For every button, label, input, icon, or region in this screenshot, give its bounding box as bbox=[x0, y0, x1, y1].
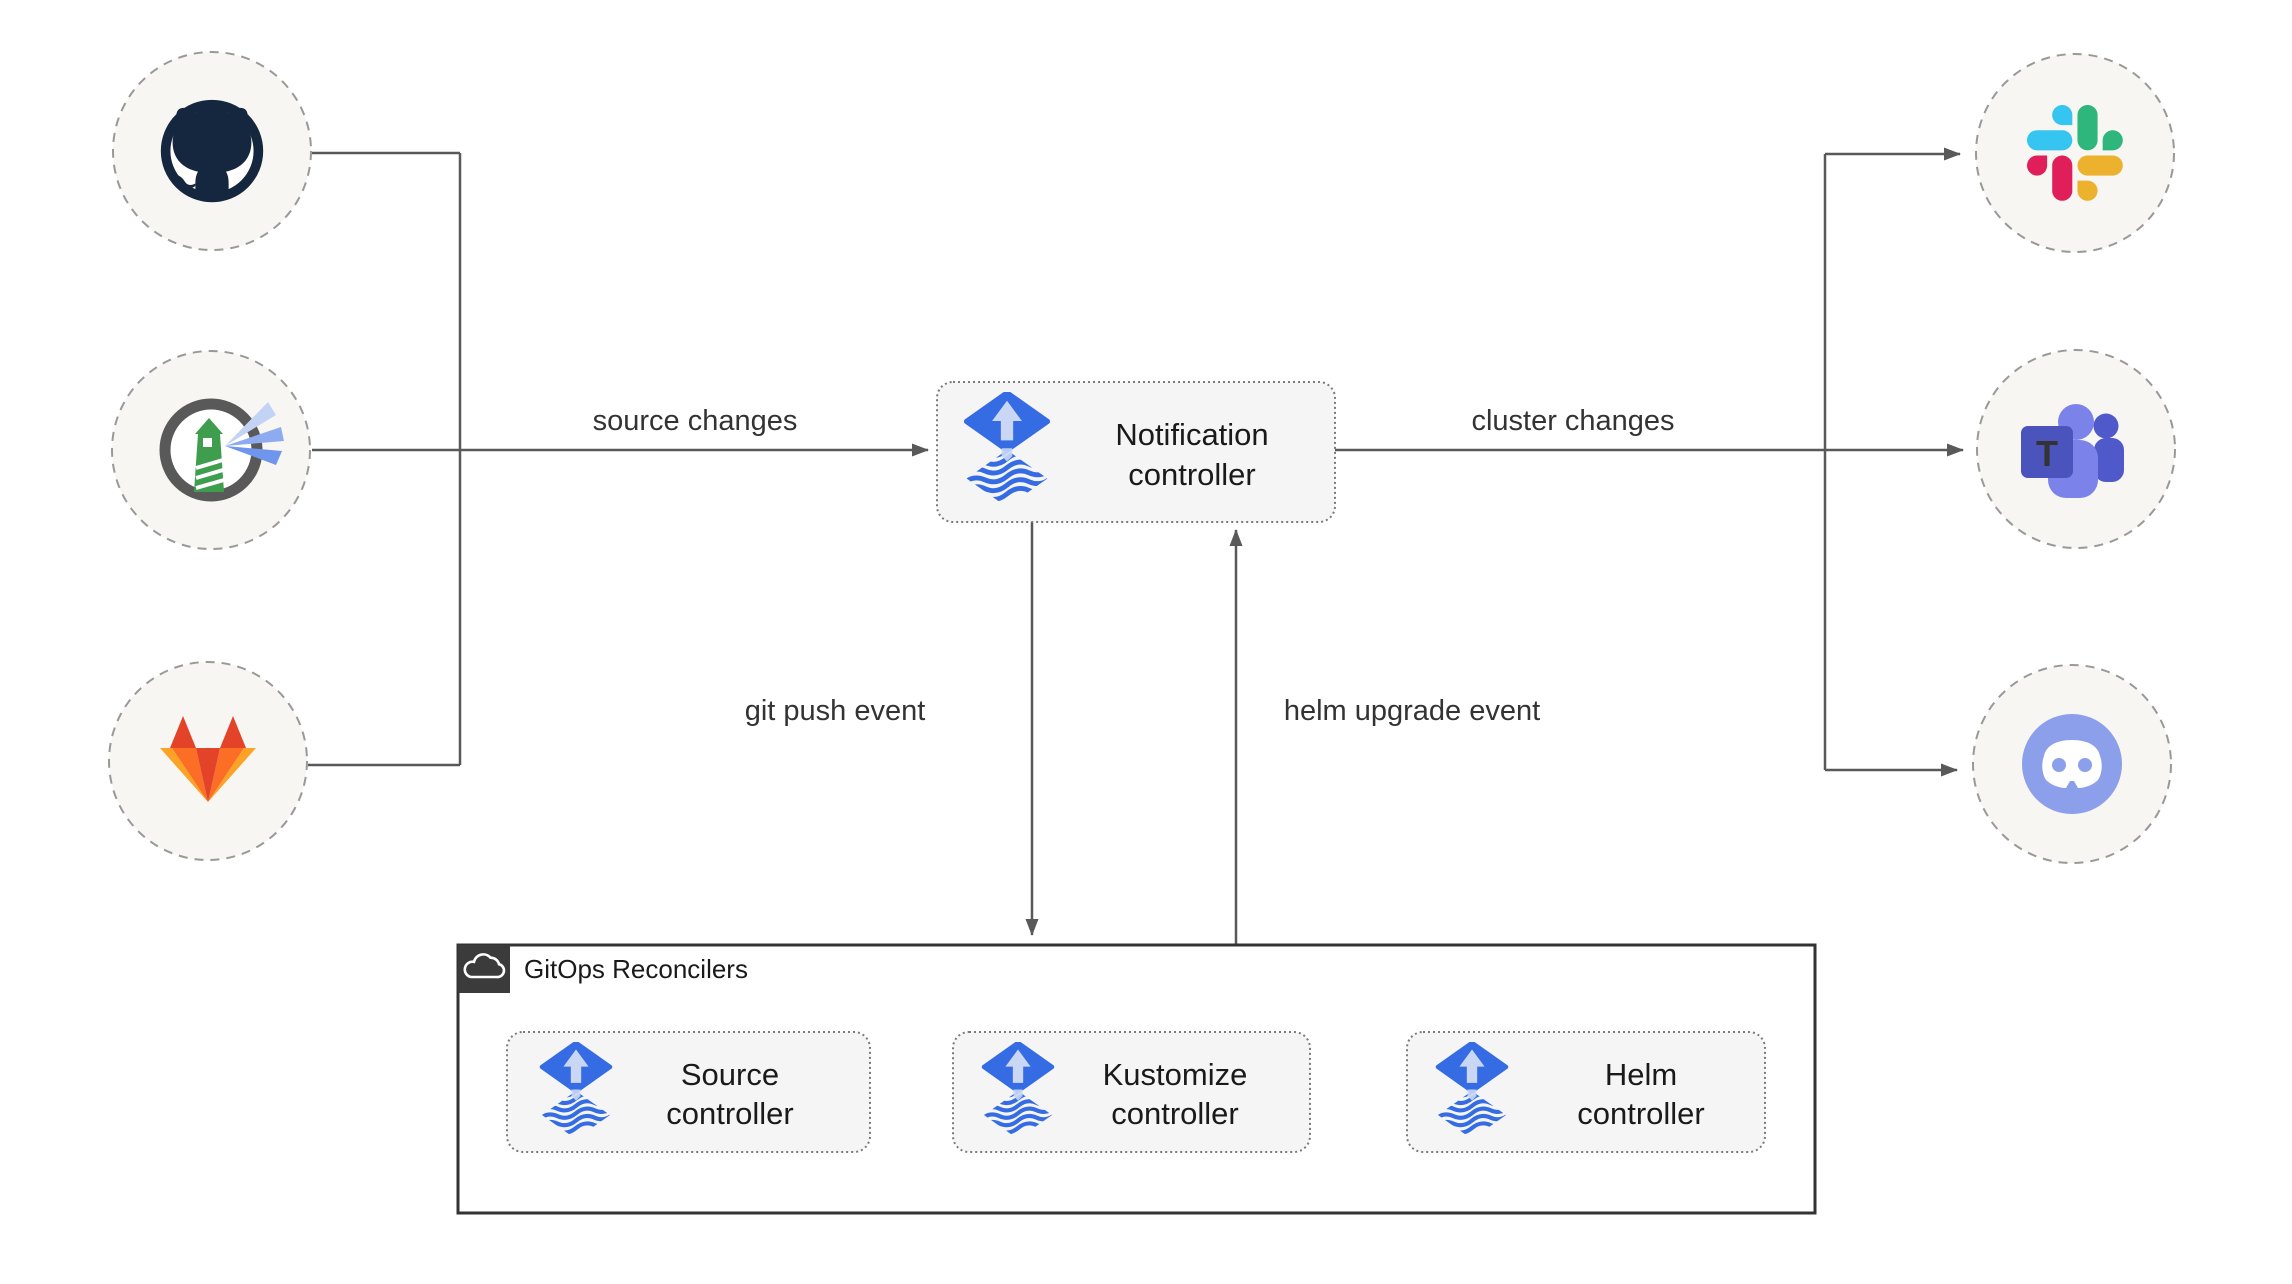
gitops-reconcilers-title: GitOps Reconcilers bbox=[524, 954, 748, 984]
edge-label-source-changes: source changes bbox=[593, 405, 798, 437]
source-controller-box bbox=[506, 1031, 871, 1153]
gitlab-icon bbox=[160, 716, 256, 802]
slack-icon bbox=[2027, 105, 2123, 201]
kustomize-controller-label-line2: controller bbox=[1111, 1096, 1239, 1131]
edge-label-helm-upgrade-event: helm upgrade event bbox=[1284, 695, 1540, 727]
discord-icon bbox=[2022, 714, 2122, 814]
slack-circle bbox=[1975, 53, 2175, 253]
github-icon bbox=[160, 99, 264, 203]
teams-t-glyph: T bbox=[2036, 433, 2058, 474]
harbor-icon bbox=[159, 398, 284, 502]
notification-controller-node: Notification controller bbox=[936, 381, 1336, 523]
gitlab-node bbox=[108, 661, 308, 861]
source-controller-label-line2: controller bbox=[666, 1096, 794, 1131]
github-node bbox=[112, 51, 312, 251]
source-controller-label-line1: Source bbox=[681, 1057, 779, 1092]
notification-controller-label-line1: Notification bbox=[1115, 417, 1268, 452]
gitops-tab bbox=[458, 945, 510, 993]
teams-node: T bbox=[1976, 349, 2176, 549]
discord-node bbox=[1972, 664, 2172, 864]
notification-controller-label-line2: controller bbox=[1128, 457, 1256, 492]
kustomize-controller-label-line1: Kustomize bbox=[1103, 1057, 1248, 1092]
helm-controller-label-line1: Helm bbox=[1605, 1057, 1677, 1092]
helm-controller-label-line2: controller bbox=[1577, 1096, 1705, 1131]
gitops-reconcilers-container: GitOps Reconcilers Source controller Kus… bbox=[456, 943, 1817, 1215]
slack-node bbox=[1975, 53, 2175, 253]
helm-controller-node: Helm controller bbox=[1406, 1031, 1766, 1153]
edge-label-cluster-changes: cluster changes bbox=[1471, 405, 1674, 437]
source-controller-node: Source controller bbox=[506, 1031, 871, 1153]
edge-label-git-push-event: git push event bbox=[745, 695, 926, 727]
harbor-node bbox=[111, 350, 311, 550]
cloud-icon bbox=[463, 953, 506, 979]
teams-icon: T bbox=[2021, 404, 2124, 498]
kustomize-controller-node: Kustomize controller bbox=[952, 1031, 1311, 1153]
